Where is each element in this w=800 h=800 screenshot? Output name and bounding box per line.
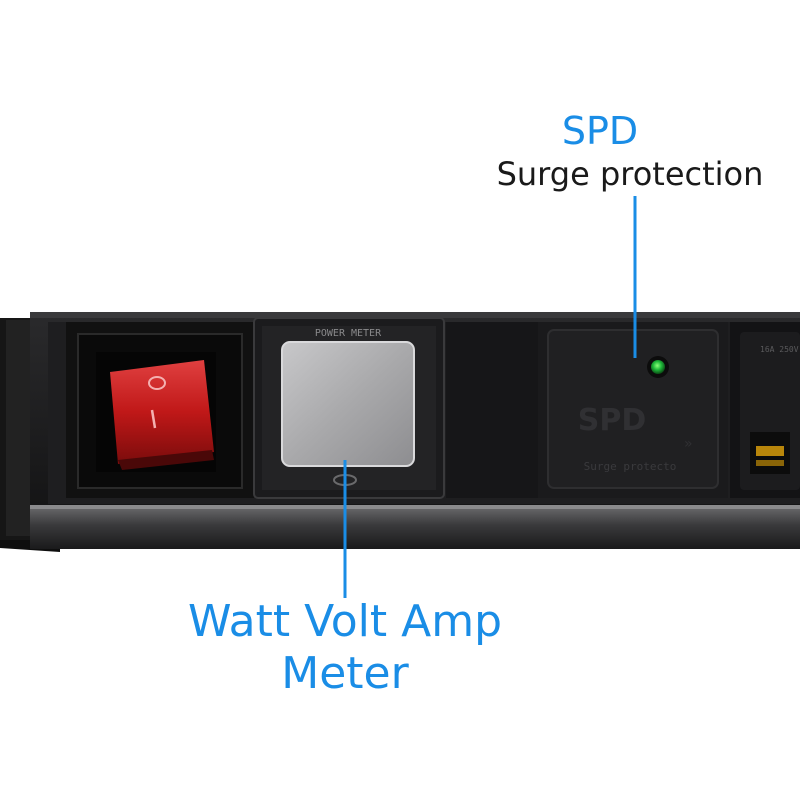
meter-callout-subtitle: Meter	[281, 648, 409, 699]
spd-module: SPD » Surge protecto	[538, 322, 728, 498]
meter-panel-label: POWER METER	[315, 328, 382, 339]
meter-callout-title: Watt Volt Amp	[187, 596, 503, 647]
rocker-switch	[110, 360, 214, 470]
meter-display-screen	[281, 341, 415, 467]
socket-module: 16A 250V	[730, 322, 800, 498]
chevron-right-icon: »	[684, 436, 693, 452]
power-meter-module: POWER METER	[253, 317, 445, 499]
rocker-switch-module	[66, 322, 254, 498]
spd-callout-title: SPD	[561, 109, 639, 153]
socket-rating-label: 16A 250V	[760, 345, 799, 354]
blank-panel	[446, 322, 538, 498]
spd-module-label: SPD	[578, 403, 647, 438]
spd-module-caption: Surge protecto	[584, 460, 677, 473]
spd-callout-subtitle: Surge protection	[496, 155, 764, 193]
spd-indicator-led	[651, 360, 665, 374]
